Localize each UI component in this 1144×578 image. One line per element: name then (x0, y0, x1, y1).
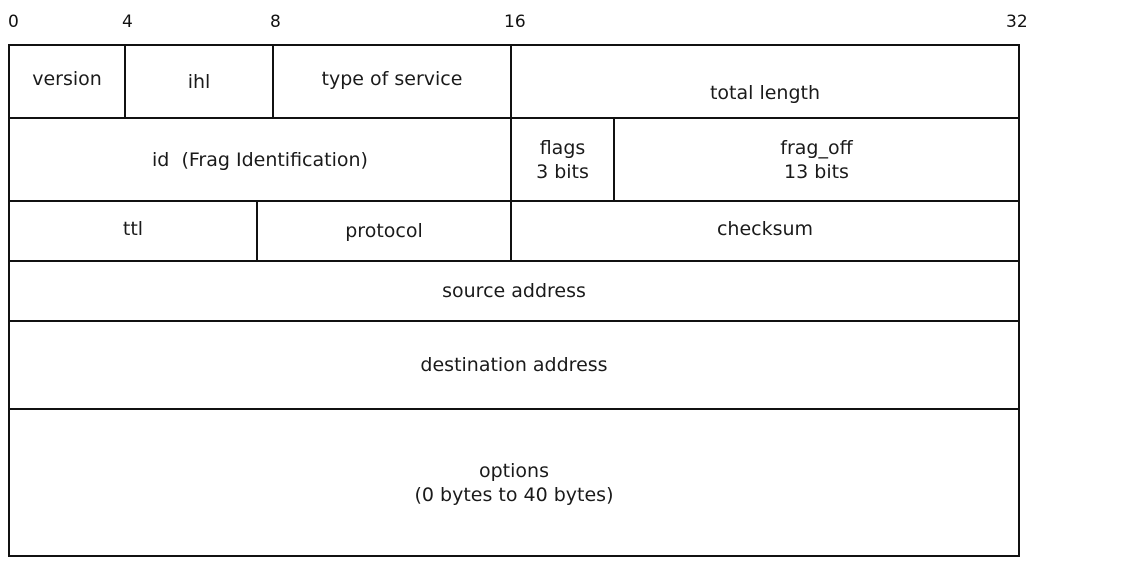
field-type-of-service: type of service (272, 44, 512, 119)
field-destination-address: destination address (8, 320, 1020, 410)
field-destination-address-label: destination address (420, 354, 608, 376)
bit-label-32: 32 (1006, 12, 1028, 32)
bit-label-0: 0 (8, 12, 19, 32)
field-type-of-service-label: type of service (321, 67, 463, 90)
bit-label-4: 4 (122, 12, 133, 32)
field-version: version (8, 44, 126, 119)
field-options-size: (0 bytes to 40 bytes) (414, 483, 614, 506)
field-flags-size: 3 bits (536, 160, 589, 183)
field-checksum-label: checksum (716, 218, 814, 240)
field-flags-label: flags (539, 136, 586, 159)
field-options: options (0 bytes to 40 bytes) (8, 408, 1020, 557)
field-source-address: source address (8, 260, 1020, 322)
field-ihl: ihl (124, 44, 274, 119)
field-flags: flags 3 bits (510, 117, 615, 202)
bit-label-16: 16 (504, 12, 526, 32)
field-ttl: ttl (8, 200, 258, 262)
field-protocol-label: protocol (345, 220, 423, 242)
field-id: id (Frag Identification) (8, 117, 512, 202)
field-options-label: options (479, 459, 549, 482)
field-total-length: total length (510, 44, 1020, 119)
field-protocol: protocol (256, 200, 512, 262)
field-frag-off-label: frag_off (780, 136, 853, 159)
field-version-label: version (32, 67, 102, 90)
field-source-address-label: source address (442, 280, 586, 302)
field-checksum: checksum (510, 200, 1020, 262)
field-ttl-label: ttl (122, 218, 144, 240)
bit-label-8: 8 (270, 12, 281, 32)
field-frag-off: frag_off 13 bits (613, 117, 1020, 202)
field-frag-off-size: 13 bits (784, 160, 849, 183)
field-ihl-label: ihl (187, 70, 211, 93)
field-id-label: id (Frag Identification) (152, 148, 368, 171)
field-total-length-label: total length (709, 81, 821, 104)
